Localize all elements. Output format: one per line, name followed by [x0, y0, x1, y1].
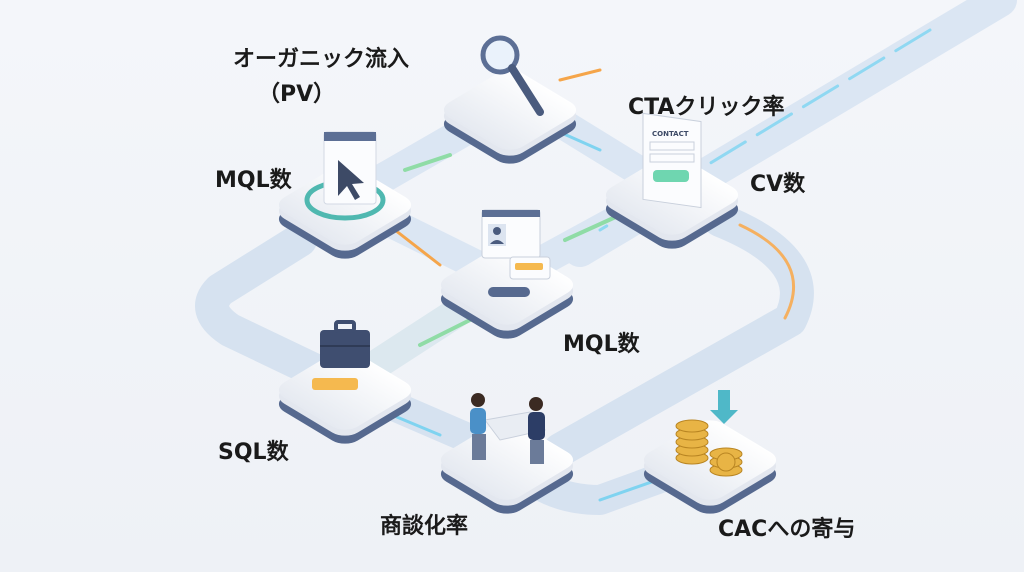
platform-search	[408, 65, 584, 178]
label-cac-contribution: CACへの寄与	[718, 517, 856, 542]
label-deal-rate: 商談化率	[380, 514, 469, 539]
contact-title: CONTACT	[652, 130, 689, 138]
profile-card-icon	[481, 209, 551, 297]
arrow-down-icon	[710, 390, 738, 424]
magnifier-icon	[480, 35, 544, 116]
coins-icon	[675, 390, 743, 477]
track-left-loop	[195, 223, 362, 402]
label-cta-click-rate: CTAクリック率	[628, 95, 785, 120]
business-meeting-icon	[470, 393, 546, 464]
label-sql-count: SQL数	[218, 440, 289, 465]
submit-button-graphic	[653, 170, 689, 182]
label-organic-inflow: オーガニック流入	[233, 47, 410, 72]
label-pv: （PV）	[258, 82, 336, 107]
label-cv-count: CV数	[750, 172, 806, 197]
label-mql-center: MQL数	[563, 332, 640, 357]
contact-form-icon: CONTACT	[642, 112, 702, 209]
label-mql-top: MQL数	[215, 168, 292, 193]
cursor-click-icon	[304, 131, 386, 221]
briefcase-icon	[312, 320, 370, 390]
